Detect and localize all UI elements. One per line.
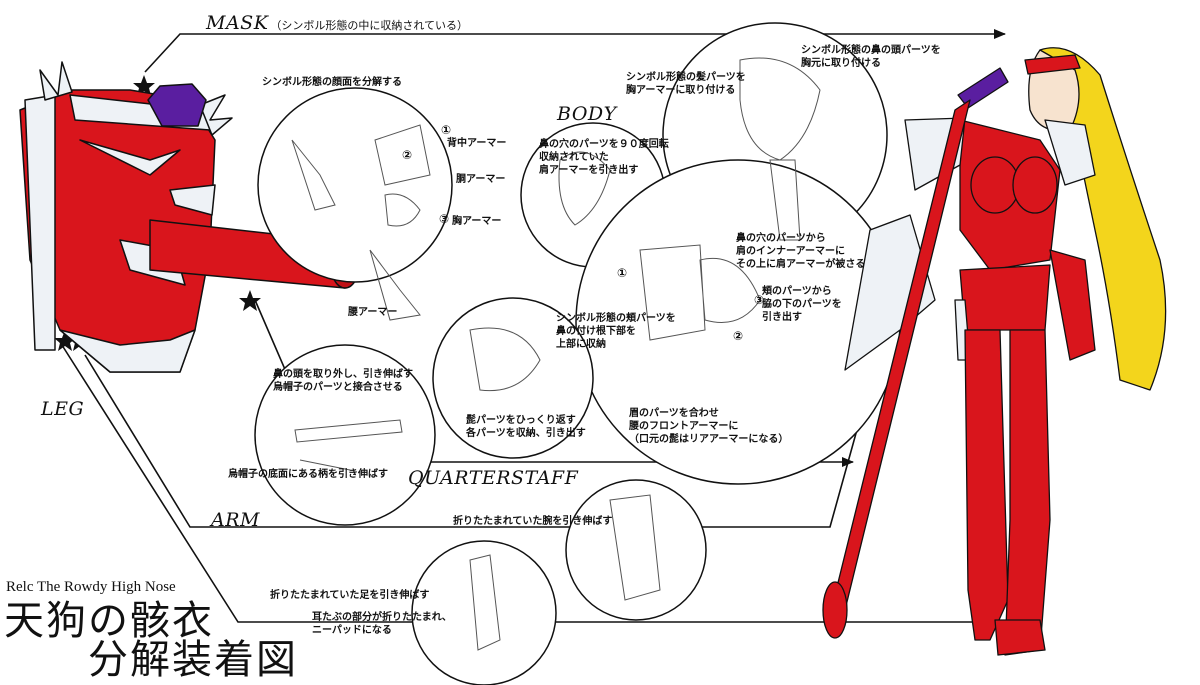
circle3-step-3: ③ bbox=[754, 293, 765, 307]
star-icon bbox=[239, 290, 261, 311]
armored-character-illustration bbox=[822, 47, 1167, 656]
section-label-leg: LEG bbox=[41, 398, 85, 420]
annotation-ear-fold: 耳たぶの部分が折りたたまれ、 ニーパッドになる bbox=[312, 612, 452, 636]
step-number-3: ③ bbox=[439, 212, 450, 226]
circle3-step-1: ① bbox=[617, 266, 628, 280]
annotation-cheek-store: シンボル形態の頬パーツを 鼻の付け根下部を 上部に収納 bbox=[556, 313, 676, 350]
section-label-quarterstaff: QUARTERSTAFF bbox=[408, 467, 579, 489]
annotation-eyebrow: 眉のパーツを合わせ 腰のフロントアーマーに （口元の髭はリアアーマーになる） bbox=[629, 408, 789, 445]
annotation-arm-extend: 折りたたまれていた腕を引き伸ばす bbox=[453, 516, 613, 527]
mask-label: MASK bbox=[206, 12, 269, 34]
annotation-nose-inner: 鼻の穴のパーツから 肩のインナーアーマーに その上に肩アーマーが被さる bbox=[736, 233, 866, 270]
annotation-beard-flip: 髭パーツをひっくり返す 各パーツを収納、引き出す bbox=[466, 415, 586, 439]
step-number-1: ① bbox=[441, 123, 452, 137]
annotation-nose-head: 鼻の頭を取り外し、引き伸ばす 烏帽子のパーツと接合させる bbox=[273, 369, 413, 393]
annotation-eboshi: 烏帽子の底面にある柄を引き伸ばす bbox=[228, 469, 388, 480]
annotation-back-armor: 背中アーマー bbox=[447, 138, 507, 149]
leg-arrow bbox=[59, 341, 1003, 627]
step-number-2: ② bbox=[402, 148, 413, 162]
japanese-title-line1: 天狗の骸衣 bbox=[4, 598, 214, 644]
star-icon bbox=[54, 330, 76, 351]
part-sketches bbox=[291, 57, 821, 651]
annotation-nose-tip-part: シンボル形態の鼻の頭パーツを 胸元に取り付ける bbox=[801, 45, 941, 69]
annotation-hair-part: シンボル形態の髪パーツを 胸アーマーに取り付ける bbox=[626, 72, 746, 96]
annotation-waist-armor: 腰アーマー bbox=[348, 307, 398, 318]
annotation-torso-armor: 胴アーマー bbox=[456, 174, 506, 185]
circle3-step-2: ② bbox=[733, 329, 744, 343]
annotation-nose-rotate: 鼻の穴のパーツを９０度回転 収納されていた 肩アーマーを引き出す bbox=[539, 139, 669, 176]
english-title: Relc The Rowdy High Nose bbox=[6, 579, 176, 595]
annotation-leg-extend: 折りたたまれていた足を引き伸ばす bbox=[270, 590, 430, 601]
annotation-cheek-part: 頬のパーツから 脇の下のパーツを 引き出す bbox=[762, 286, 842, 323]
section-label-arm: ARM bbox=[211, 509, 260, 531]
circle-leg bbox=[411, 540, 557, 685]
circle-nose-head bbox=[254, 344, 436, 526]
mask-note: （シンボル形態の中に収納されている） bbox=[270, 19, 469, 32]
japanese-title-line2: 分解装着図 bbox=[88, 637, 298, 683]
circle-arm bbox=[565, 479, 707, 621]
section-label-mask: MASK（シンボル形態の中に収納されている） bbox=[206, 12, 468, 34]
annotation-chest-armor: 胸アーマー bbox=[452, 216, 502, 227]
parts-circles bbox=[254, 22, 901, 685]
section-label-body: BODY bbox=[557, 103, 617, 125]
circle-beard-flip bbox=[432, 297, 594, 459]
annotation-face-split: シンボル形態の顔面を分解する bbox=[262, 77, 402, 88]
circle-face-split bbox=[257, 87, 453, 283]
tengu-mask-illustration bbox=[19, 61, 360, 373]
